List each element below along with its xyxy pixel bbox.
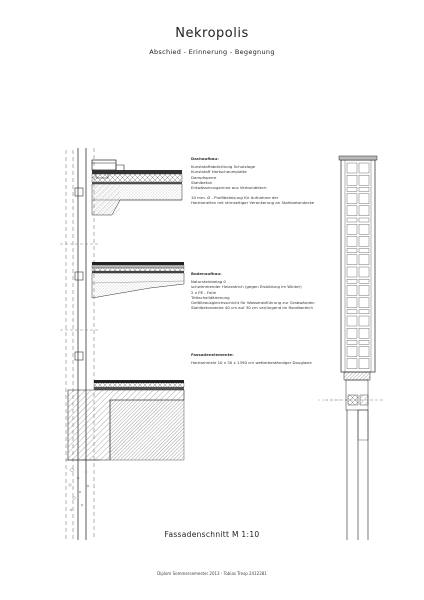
spec-floor-line: Trittschalldämmung xyxy=(191,294,230,300)
facade-lamella xyxy=(346,254,358,265)
facade-lamella xyxy=(346,346,358,357)
facade-lamella xyxy=(346,248,358,253)
spec-floor-line: schwimmender Heizestrich (gegen Eisbildu… xyxy=(191,284,302,290)
spec-roof: Dachaufbau: Kunststoffabdichtung Schutzl… xyxy=(191,156,341,206)
spec-roof-line: Kunststoffabdichtung Schutzlage xyxy=(191,164,256,170)
spec-roof-line: Stahlbeton xyxy=(191,179,213,185)
facade-lamella xyxy=(346,175,358,186)
spec-roof-line: Entwässerungsrinne aus Verbundblech xyxy=(191,185,267,191)
facade-lamella xyxy=(358,205,370,216)
spec-facade-heading: Fassadenelemente: xyxy=(191,352,234,357)
facade-lamella xyxy=(358,217,370,223)
facade-lamella xyxy=(346,358,358,369)
facade-lamella xyxy=(346,328,358,339)
facade-lamella xyxy=(346,266,358,278)
spec-floor-line: 2 x PE - Folie xyxy=(191,289,216,295)
facade-lamella xyxy=(358,187,370,192)
facade-lamella xyxy=(358,328,370,339)
spec-floor-line: Natursteinbelag 0 xyxy=(191,279,226,285)
facade-lamella xyxy=(346,315,358,327)
spec-floor: Bodenaufbau: Natursteinbelag 0 schwimmen… xyxy=(191,271,341,310)
facade-lamella xyxy=(358,254,370,265)
facade-lamella xyxy=(346,297,358,308)
facade-lamella xyxy=(358,224,370,235)
drawing-caption: Fassadenschnitt M 1:10 xyxy=(164,530,260,539)
page-subtitle: Abschied - Erinnerung - Begegnung xyxy=(149,48,275,56)
spec-floor-line: Gefälleausgleichsschicht für Wasserabfüh… xyxy=(191,300,315,306)
facade-lamella xyxy=(358,315,370,327)
facade-lamella xyxy=(358,193,370,204)
facade-lamella xyxy=(346,279,358,284)
facade-lamella xyxy=(346,162,358,174)
spec-facade: Fassadenelemente: Holzlammele 10 x 30 x … xyxy=(191,352,341,365)
facade-lamella xyxy=(358,297,370,308)
facade-lamella xyxy=(358,358,370,369)
spec-floor-line: Stahlbetondecke 40 cm auf 30 cm verjünge… xyxy=(191,305,313,311)
roof-detail xyxy=(91,159,183,216)
spec-facade-line: Holzlammele 10 x 30 x 1390 cm wetterbest… xyxy=(191,360,312,366)
facade-lamella xyxy=(358,340,370,345)
spec-roof-note: 10 mm. Ø - Profilbeleisung für Aufnahme … xyxy=(191,195,279,201)
spec-roof-line: Dampfsperre xyxy=(191,174,217,180)
facade-lamella xyxy=(358,236,370,247)
facade-lamella xyxy=(358,175,370,186)
facade-lamella xyxy=(346,187,358,192)
facade-lamella xyxy=(358,279,370,284)
facade-lamella xyxy=(346,340,358,345)
floor-detail xyxy=(91,262,185,299)
facade-lamella xyxy=(346,285,358,296)
facade-lamella xyxy=(346,309,358,314)
facade-elevation xyxy=(325,155,385,540)
facade-lamella xyxy=(358,309,370,314)
facade-lamella xyxy=(358,162,370,174)
spec-roof-note: Holzlamellen mit stirnseitiger Verankeru… xyxy=(191,200,315,206)
facade-lamella xyxy=(346,217,358,223)
footer-credit: Diplom Sommersemester 2013 - Tobias Tres… xyxy=(157,571,267,576)
page-title: Nekropolis xyxy=(175,26,249,41)
base-detail xyxy=(66,380,185,512)
facade-lamella xyxy=(346,224,358,235)
facade-lamella xyxy=(358,346,370,357)
spec-floor-heading: Bodenaufbau: xyxy=(191,271,222,276)
facade-lamella xyxy=(358,285,370,296)
facade-lamella xyxy=(358,248,370,253)
facade-lamella xyxy=(346,236,358,247)
spec-roof-line: Kunststoff Hartschaumplatte xyxy=(191,169,247,175)
facade-lamella xyxy=(358,266,370,278)
spec-roof-heading: Dachaufbau: xyxy=(191,156,219,161)
facade-lamella xyxy=(346,193,358,204)
facade-lamella xyxy=(346,205,358,216)
